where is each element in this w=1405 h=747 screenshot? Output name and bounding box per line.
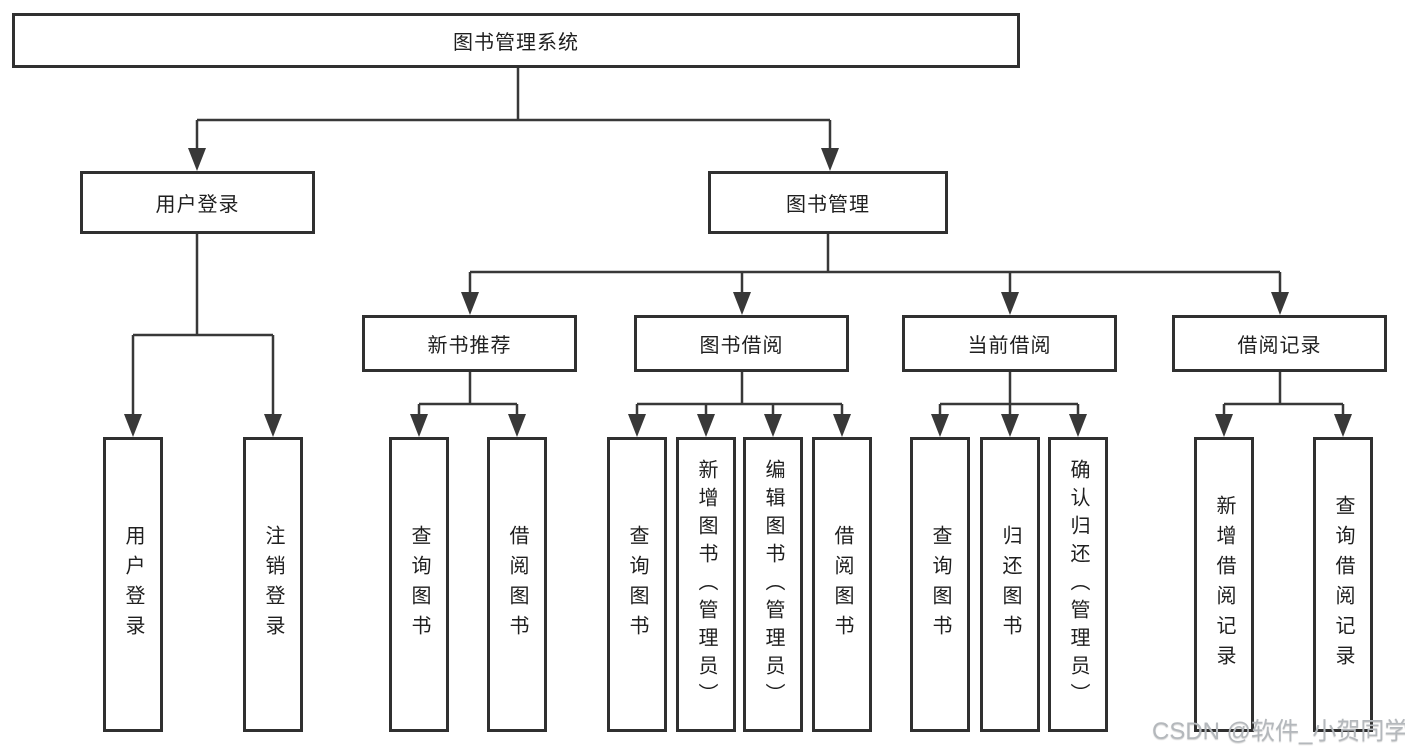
node-label: 用户登录	[122, 524, 144, 645]
node-label: 查询借阅记录	[1332, 494, 1354, 675]
node-borrowing-records: 借阅记录	[1172, 315, 1387, 372]
node-current-borrowing: 当前借阅	[902, 315, 1117, 372]
node-new-book-recommendation: 新书推荐	[362, 315, 577, 372]
leaf-edit-book-admin: 编辑图书（管理员）	[743, 437, 803, 732]
node-label: 新书推荐	[427, 335, 512, 357]
node-label: 查询图书	[626, 524, 648, 645]
node-label: 借阅图书	[831, 524, 853, 645]
node-label: 借阅记录	[1237, 335, 1322, 357]
leaf-borrow-books-recommend: 借阅图书	[487, 437, 547, 732]
node-label: 归还图书	[999, 524, 1021, 645]
leaf-return-books: 归还图书	[980, 437, 1040, 732]
node-book-management: 图书管理	[708, 171, 948, 234]
csdn-watermark: CSDN @软件_小贺同学	[1152, 718, 1405, 745]
node-library-management-system: 图书管理系统	[12, 13, 1020, 68]
node-label: 确认归还（管理员）	[1067, 458, 1089, 711]
leaf-add-book-admin: 新增图书（管理员）	[676, 437, 736, 732]
node-label: 图书管理	[786, 194, 870, 216]
node-label: 注销登录	[262, 524, 284, 645]
leaf-borrow-books-borrowing: 借阅图书	[812, 437, 872, 732]
leaf-add-borrow-record: 新增借阅记录	[1194, 437, 1254, 732]
node-label: 编辑图书（管理员）	[762, 458, 784, 711]
node-label: 新增借阅记录	[1213, 494, 1235, 675]
node-label: 借阅图书	[506, 524, 528, 645]
leaf-query-books-recommend: 查询图书	[389, 437, 449, 732]
leaf-user-login: 用户登录	[103, 437, 163, 732]
leaf-query-books-borrowing: 查询图书	[607, 437, 667, 732]
node-label: 新增图书（管理员）	[695, 458, 717, 711]
node-label: 查询图书	[408, 524, 430, 645]
node-label: 图书管理系统	[453, 32, 579, 54]
node-label: 查询图书	[929, 524, 951, 645]
leaf-confirm-return-admin: 确认归还（管理员）	[1048, 437, 1108, 732]
node-user-login: 用户登录	[80, 171, 315, 234]
node-label: 用户登录	[155, 194, 240, 216]
leaf-logout: 注销登录	[243, 437, 303, 732]
node-label: 当前借阅	[967, 335, 1052, 357]
node-label: 图书借阅	[699, 335, 784, 357]
leaf-query-borrow-record: 查询借阅记录	[1313, 437, 1373, 732]
leaf-query-books-current: 查询图书	[910, 437, 970, 732]
node-book-borrowing: 图书借阅	[634, 315, 849, 372]
